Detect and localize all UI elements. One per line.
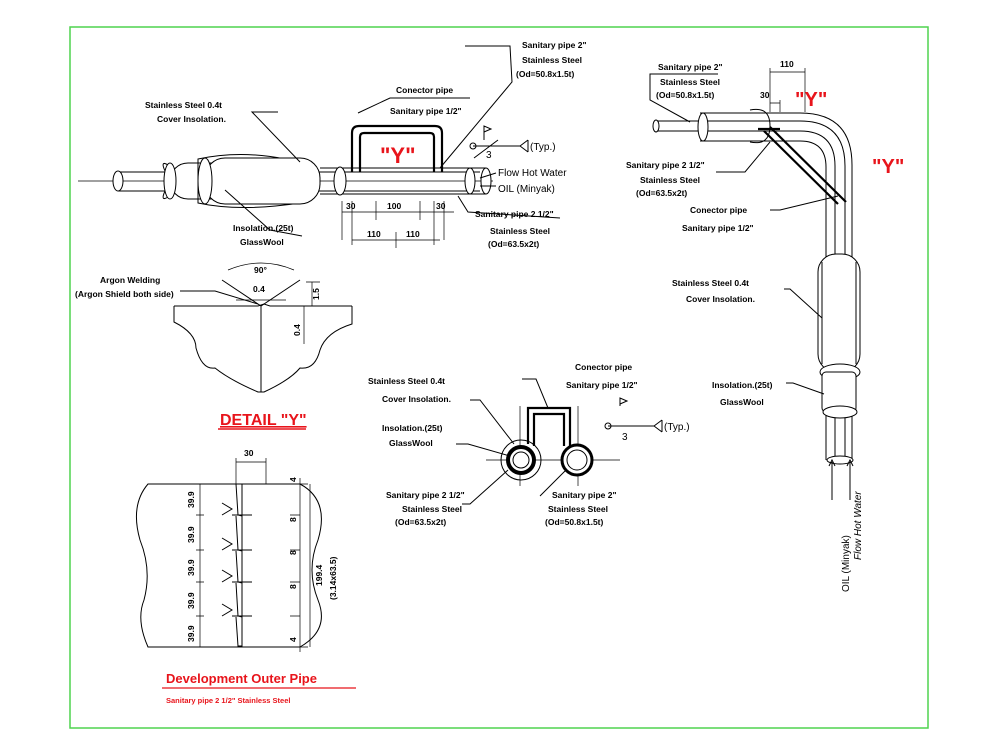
dev-title: Development Outer Pipe — [166, 671, 317, 686]
right-cover-sub: Cover Insolation. — [686, 294, 755, 304]
top-dim-30a: 30 — [346, 201, 356, 211]
dev-small-3: 8 — [288, 550, 298, 555]
section-typ: (Typ.) — [664, 422, 690, 433]
section-pipe25-title: Sanitary pipe 2 1/2" — [386, 490, 465, 500]
detail-label: DETAIL "Y" — [220, 412, 307, 429]
right-pipe2-od: (Od=50.8x1.5t) — [656, 90, 715, 100]
top-weld-num: 3 — [486, 150, 492, 161]
dev-small-2: 8 — [288, 517, 298, 522]
top-flow: Flow Hot Water — [498, 168, 567, 179]
top-cover-sub: Cover Insolation. — [157, 114, 226, 124]
section-pipe25-ss: Stainless Steel — [402, 504, 462, 514]
top-oil: OIL (Minyak) — [498, 184, 555, 195]
detail-angle: 90° — [254, 265, 267, 275]
section-ins-sub: GlassWool — [389, 438, 433, 448]
section-conn-title: Conector pipe — [575, 362, 632, 372]
dev-small-5: 4 — [288, 637, 298, 642]
top-connector-spec: Sanitary pipe 1/2" — [390, 106, 462, 116]
dev-pi: (3.14x63.5) — [328, 556, 338, 600]
section-conn-spec: Sanitary pipe 1/2" — [566, 380, 638, 390]
right-pipe25-title: Sanitary pipe 2 1/2" — [626, 160, 705, 170]
cross-section — [456, 378, 663, 505]
detail-sub: (Argon Shield both side) — [75, 289, 174, 299]
top-typ: (Typ.) — [530, 142, 556, 153]
top-y-mark: "Y" — [380, 143, 416, 168]
top-pipe25-title: Sanitary pipe 2 1/2" — [475, 209, 554, 219]
dev-left-dim-4: 39.9 — [186, 592, 196, 609]
section-pipe2-ss: Stainless Steel — [548, 504, 608, 514]
top-dim-110a: 110 — [367, 229, 381, 239]
dev-top-dim: 30 — [244, 448, 254, 458]
detail-dim-vert: 0.4 — [292, 324, 302, 336]
detail-dim-right: 1.5 — [311, 288, 321, 300]
right-cover-title: Stainless Steel 0.4t — [672, 278, 749, 288]
top-pipe2-label: Sanitary pipe 2" — [522, 40, 587, 50]
section-ins-title: Insolation.(25t) — [382, 423, 443, 433]
top-dim-100: 100 — [387, 201, 401, 211]
section-cover-sub: Cover Insolation. — [382, 394, 451, 404]
top-ins-title: Insolation.(25t) — [233, 223, 294, 233]
dev-left-dim-1: 39.9 — [186, 491, 196, 508]
right-conn-title: Conector pipe — [690, 205, 747, 215]
right-pipe2-title: Sanitary pipe 2" — [658, 62, 723, 72]
top-dim-110b: 110 — [406, 229, 420, 239]
top-pipe2-ss: Stainless Steel — [522, 55, 582, 65]
dev-sub: Sanitary pipe 2 1/2" Stainless Steel — [166, 696, 290, 705]
dev-small-1: 4 — [288, 477, 298, 482]
right-pipe2-ss: Stainless Steel — [660, 77, 720, 87]
section-pipe25-od: (Od=63.5x2t) — [395, 517, 446, 527]
right-flow: Flow Hot Water — [853, 491, 864, 560]
right-y-mark-2: "Y" — [872, 156, 904, 178]
section-weld-num: 3 — [622, 432, 628, 443]
section-pipe2-title: Sanitary pipe 2" — [552, 490, 617, 500]
side-view — [78, 45, 561, 248]
right-dim-110: 110 — [780, 59, 794, 69]
top-ins-sub: GlassWool — [240, 237, 284, 247]
drawing-frame — [69, 26, 929, 729]
right-pipe25-ss: Stainless Steel — [640, 175, 700, 185]
dev-left-dim-3: 39.9 — [186, 559, 196, 576]
dev-total: 199.4 — [314, 564, 324, 586]
detail-title: Argon Welding — [100, 275, 160, 285]
top-pipe25-od: (Od=63.5x2t) — [488, 239, 539, 249]
elbow-view — [649, 68, 861, 500]
right-oil: OIL (Minyak) — [841, 535, 852, 592]
dev-left-dim-5: 39.9 — [186, 625, 196, 642]
right-conn-spec: Sanitary pipe 1/2" — [682, 223, 754, 233]
dev-small-4: 8 — [288, 584, 298, 589]
detail-y-drawing — [173, 262, 353, 393]
right-dim-30: 30 — [760, 90, 770, 100]
section-cover-title: Stainless Steel 0.4t — [368, 376, 445, 386]
right-ins-sub: GlassWool — [720, 397, 764, 407]
section-pipe2-od: (Od=50.8x1.5t) — [545, 517, 604, 527]
right-pipe25-od: (Od=63.5x2t) — [636, 188, 687, 198]
top-cover-title: Stainless Steel 0.4t — [145, 100, 222, 110]
top-pipe25-ss: Stainless Steel — [490, 226, 550, 236]
top-connector-title: Conector pipe — [396, 85, 453, 95]
development-drawing — [135, 458, 322, 652]
detail-gap: 0.4 — [253, 284, 265, 294]
right-y-mark-1: "Y" — [795, 89, 827, 111]
top-pipe2-od: (Od=50.8x1.5t) — [516, 69, 575, 79]
top-dim-30b: 30 — [436, 201, 446, 211]
right-ins-title: Insolation.(25t) — [712, 380, 773, 390]
dev-left-dim-2: 39.9 — [186, 526, 196, 543]
